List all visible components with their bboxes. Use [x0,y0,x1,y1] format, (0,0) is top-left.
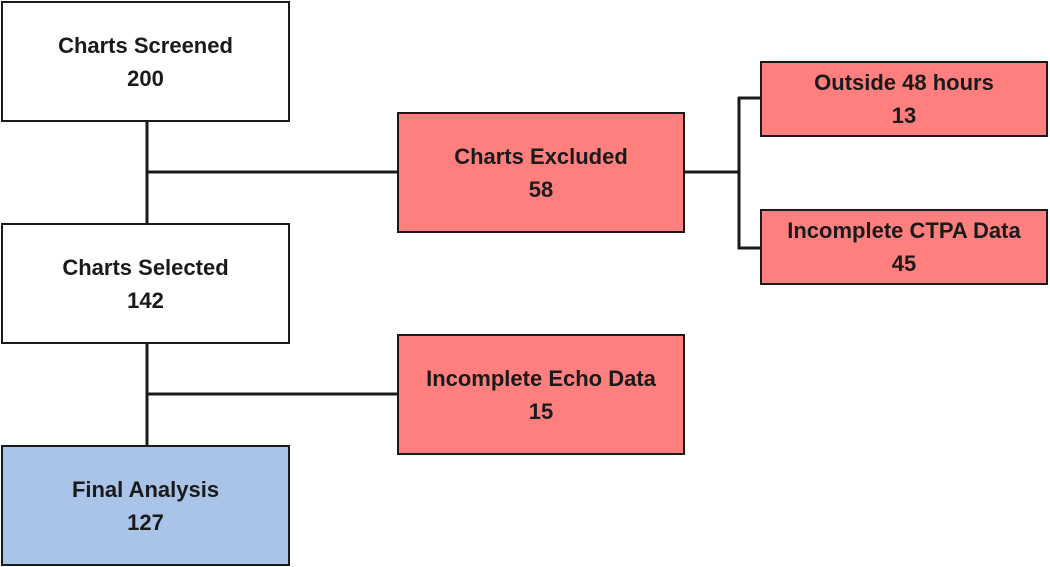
outside-48-hours-box: Outside 48 hours 13 [760,61,1048,137]
charts-screened-box: Charts Screened 200 [1,1,290,122]
charts-excluded-count: 58 [528,176,554,202]
charts-selected-count: 142 [127,287,164,313]
charts-screened-count: 200 [127,65,164,91]
final-analysis-box: Final Analysis 127 [1,445,290,566]
incomplete-echo-box: Incomplete Echo Data 15 [397,334,685,455]
final-analysis-label: Final Analysis [71,476,220,502]
incomplete-ctpa-box: Incomplete CTPA Data 45 [760,209,1048,285]
outside-48-hours-label: Outside 48 hours [814,70,994,95]
incomplete-echo-count: 15 [528,398,554,424]
charts-screened-label: Charts Screened [58,32,233,58]
charts-excluded-box: Charts Excluded 58 [397,112,685,233]
charts-selected-label: Charts Selected [62,254,229,280]
incomplete-ctpa-label: Incomplete CTPA Data [787,218,1021,243]
final-analysis-count: 127 [127,509,164,535]
incomplete-ctpa-count: 45 [891,251,917,276]
outside-48-hours-count: 13 [891,103,917,128]
incomplete-echo-label: Incomplete Echo Data [426,365,656,391]
charts-excluded-label: Charts Excluded [454,143,628,169]
charts-selected-box: Charts Selected 142 [1,223,290,344]
